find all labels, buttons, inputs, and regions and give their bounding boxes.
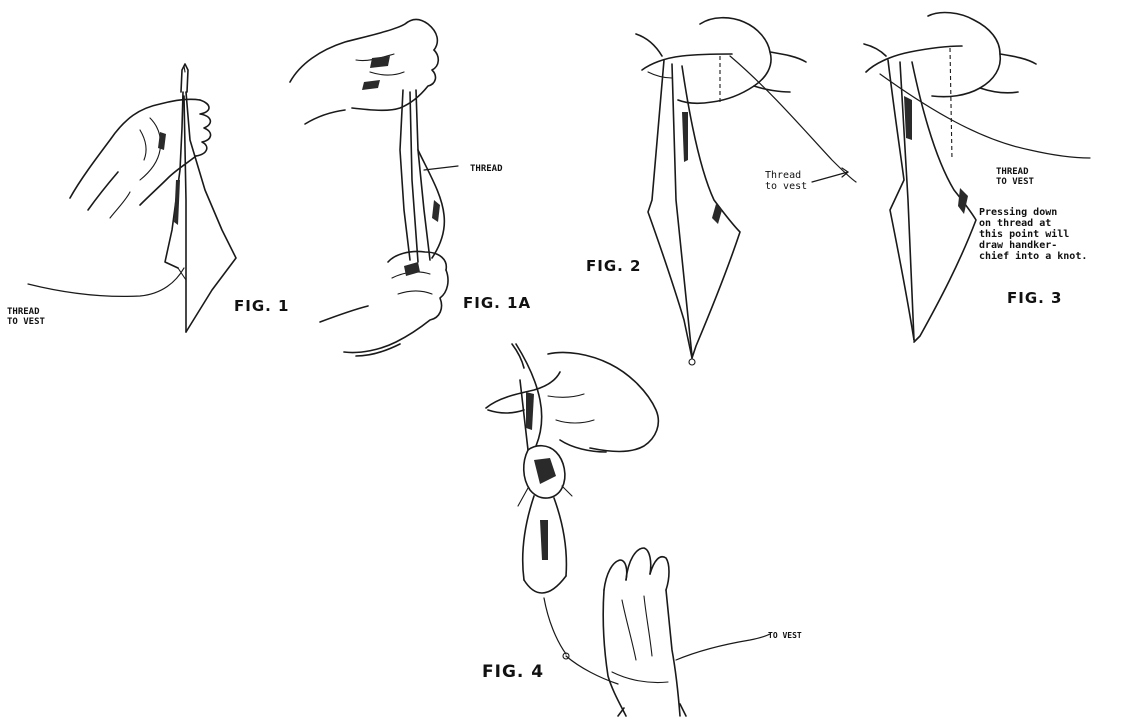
- fig4-illustration: [486, 344, 770, 716]
- fig3-caption: FIG. 3: [1007, 289, 1063, 307]
- fig4-thread-label: TO VEST: [768, 631, 802, 641]
- fig2-illustration: [636, 18, 856, 365]
- fig1a-illustration: [290, 20, 458, 357]
- fig1a-caption: FIG. 1A: [463, 294, 531, 312]
- fig3-thread-label: THREAD TO VEST: [996, 167, 1034, 187]
- fig2-thread-label: Thread to vest: [765, 170, 807, 192]
- fig3-note: Pressing down on thread at this point wi…: [979, 207, 1087, 262]
- fig1-thread-label: THREAD TO VEST: [7, 307, 45, 327]
- fig4-caption: FIG. 4: [482, 662, 544, 682]
- fig1-caption: FIG. 1: [234, 297, 290, 315]
- fig2-caption: FIG. 2: [586, 257, 642, 275]
- fig1a-thread-label: THREAD: [470, 164, 503, 174]
- fig1-illustration: [28, 64, 236, 332]
